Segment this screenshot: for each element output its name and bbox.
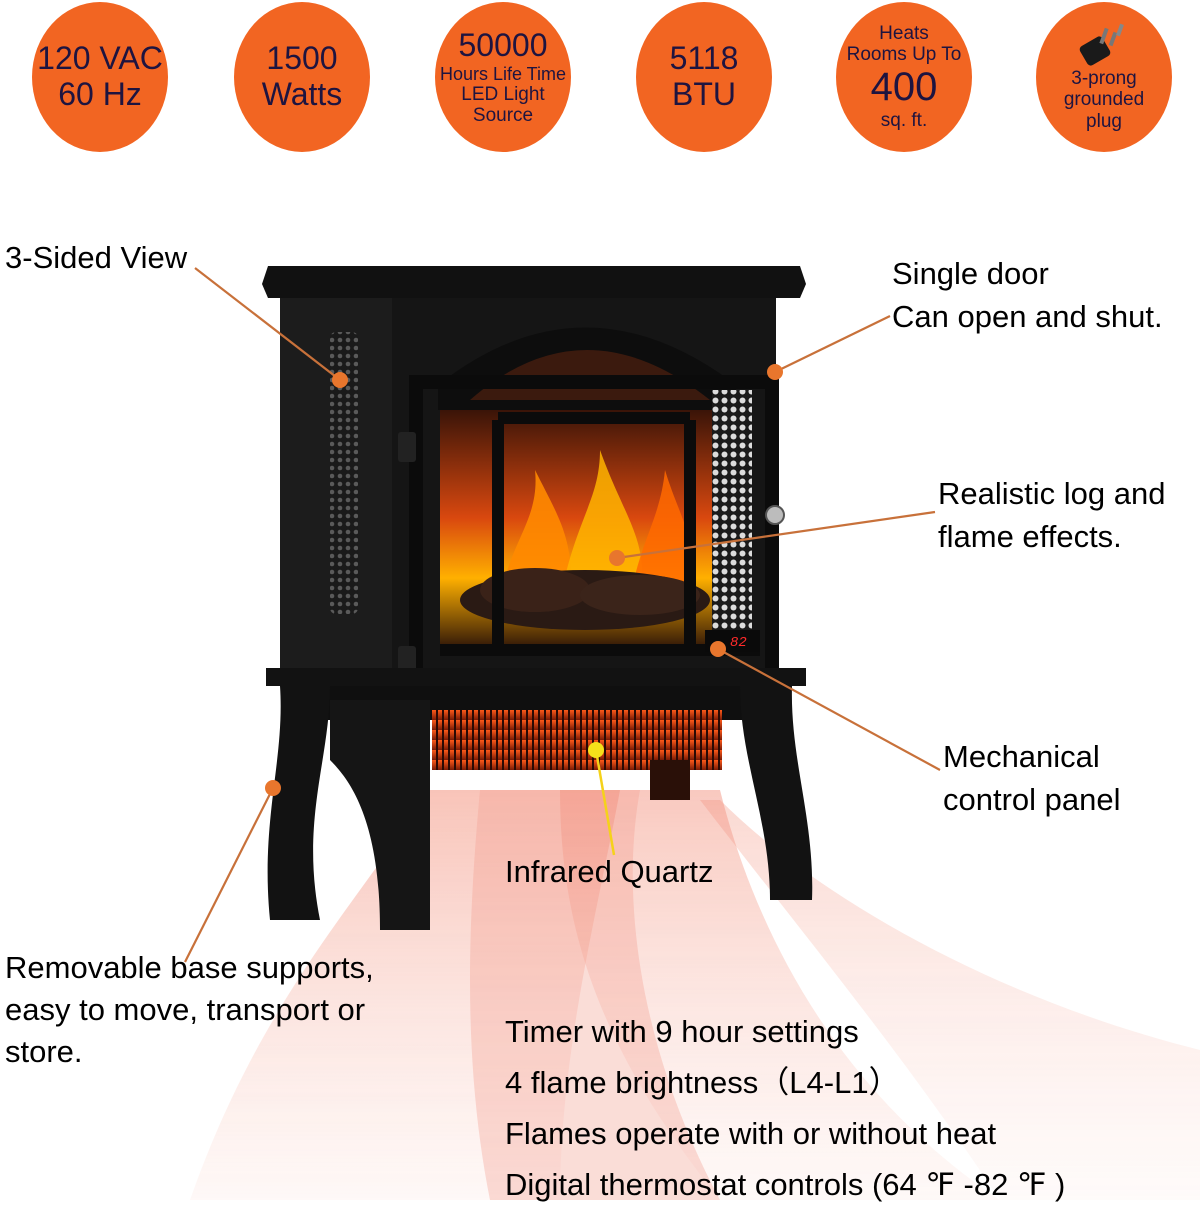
callout-single-door-line2: Can open and shut. [892,299,1163,334]
infrared-callout-line [594,749,616,856]
heat-waves [190,790,1200,1200]
badge-wattage-line1: 1500 [266,40,338,77]
callout-base-line3: store. [5,1034,83,1069]
feature-item: Timer with 9 hour settings [505,1014,859,1049]
badge-plug: 3-prong grounded plug [1036,2,1172,152]
dot-base [265,780,281,796]
dot-three-sided [332,372,348,388]
dot-control-panel [710,641,726,657]
feature-item: 4 flame brightness（L4-L1） [505,1065,900,1100]
badge-led-life-line4: Source [472,104,534,126]
badge-led-life-line1: 50000 [458,26,548,63]
callout-control-panel: Mechanical control panel [943,735,1121,821]
badge-voltage: 120 VAC 60 Hz [32,2,168,152]
badge-btu-line1: 5118 [669,40,739,77]
badge-room-size: Heats Rooms Up To 400 sq. ft. [836,2,972,152]
callout-lines [184,267,941,963]
badge-voltage-line1: 120 VAC [37,40,163,77]
callout-three-sided-text: 3-Sided View [5,240,188,275]
badge-room-size-line3: 400 [870,65,938,110]
badge-plug-line2: grounded [1063,89,1145,111]
callout-base-line2: easy to move, transport or [5,992,366,1027]
heater-body: 82 [262,266,813,930]
badge-room-size-line1: Heats [879,22,929,44]
badge-led-life-line2: Hours Life Time [439,63,567,84]
feature-list: Timer with 9 hour settings 4 flame brigh… [505,1006,1065,1210]
badge-plug-line3: plug [1086,110,1122,132]
badge-wattage-line2: Watts [261,76,343,112]
badge-led-life: 50000 Hours Life Time LED Light Source [435,2,571,152]
badge-voltage-line2: 60 Hz [58,76,142,112]
callout-log-flame: Realistic log and flame effects. [938,472,1165,558]
callout-single-door: Single door Can open and shut. [892,252,1163,338]
badge-btu-line2: BTU [672,76,736,112]
dot-single-door [767,364,783,380]
callout-removable-base: Removable base supports, easy to move, t… [5,947,374,1073]
badge-btu: 5118 BTU [636,2,772,152]
badge-led-life-line3: LED Light [461,83,545,105]
callout-infrared-text: Infrared Quartz [505,854,714,889]
temperature-display: 82 [730,635,747,651]
feature-item: Flames operate with or without heat [505,1116,997,1151]
badge-room-size-line2: Rooms Up To [846,43,962,65]
callout-log-flame-line2: flame effects. [938,519,1122,554]
callout-control-panel-line2: control panel [943,782,1121,817]
callout-control-panel-line1: Mechanical [943,739,1100,774]
callout-log-flame-line1: Realistic log and [938,476,1166,511]
dot-log-flame [609,550,625,566]
callout-dots [265,364,783,796]
callout-three-sided-view: 3-Sided View [5,236,187,279]
callout-single-door-line1: Single door [892,256,1049,291]
badge-wattage: 1500 Watts [234,2,370,152]
callout-infrared-quartz: Infrared Quartz [505,850,713,893]
dot-infrared [588,742,604,758]
feature-item: Digital thermostat controls (64 ℉ -82 ℉ … [505,1167,1066,1202]
callout-base-line1: Removable base supports, [5,950,374,985]
badge-plug-line1: 3-prong [1071,68,1137,90]
plug-icon [1079,23,1124,66]
badge-room-size-line4: sq. ft. [880,110,928,132]
